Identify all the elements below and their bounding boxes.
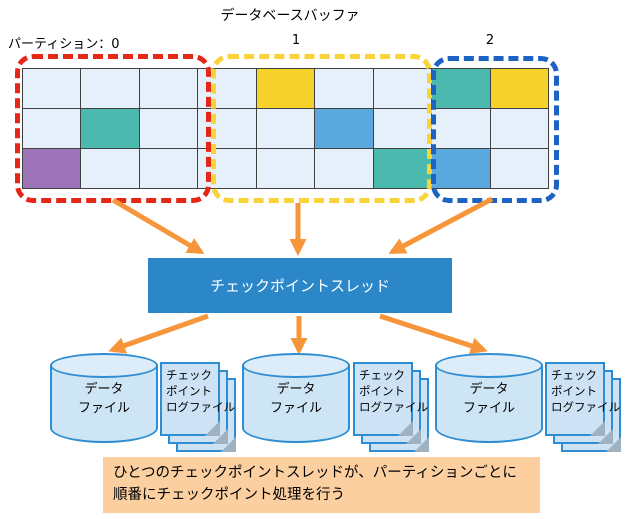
checkpoint-thread-box: チェックポイントスレッド <box>148 258 452 313</box>
cylinder-top <box>435 353 543 378</box>
explanation-note: ひとつのチェックポイントスレッドが、パーティションごとに 順番にチェックポイント… <box>103 457 540 513</box>
partition-label-1: 1 <box>291 33 301 48</box>
flow-arrow <box>379 313 488 355</box>
buffer-cell-light <box>314 68 373 108</box>
data-file-cylinder-1: データ ファイル <box>50 353 158 443</box>
flow-arrow <box>111 197 205 255</box>
buffer-cell-teal <box>431 68 490 108</box>
cylinder-body <box>435 365 543 443</box>
data-file-label: データ ファイル <box>462 382 515 416</box>
buffer-cell-yellow <box>489 68 548 108</box>
cylinder-body <box>50 365 158 443</box>
folded-corner <box>205 421 220 436</box>
data-file-label: データ ファイル <box>77 382 130 416</box>
document-page: チェック ポイント ログファイル <box>545 362 620 436</box>
checkpoint-log-label: チェック ポイント ログファイル <box>359 368 428 415</box>
buffer-cell-light <box>22 108 81 148</box>
folded-corner <box>398 421 413 436</box>
folded-corner <box>590 421 605 436</box>
checkpoint-log-files-3: チェック ポイント ログファイル <box>545 362 625 454</box>
checkpoint-log-label: チェック ポイント ログファイル <box>166 368 235 415</box>
cylinder-top <box>242 353 350 378</box>
partition-1-outline <box>211 54 432 203</box>
buffer-cell-blue <box>431 148 490 188</box>
flow-arrow <box>108 313 209 354</box>
data-file-cylinder-2: データ ファイル <box>242 353 350 443</box>
flow-arrow <box>388 196 494 255</box>
buffer-cell-light <box>372 108 432 148</box>
buffer-cell-teal <box>372 148 432 188</box>
buffer-cell-light <box>80 68 139 108</box>
buffer-cell-light <box>489 148 548 188</box>
buffer-cell-light <box>314 148 373 188</box>
buffer-cell-light <box>431 108 490 148</box>
diagram-title: データベースバッファ <box>220 8 360 24</box>
buffer-cell-light <box>138 148 198 188</box>
partition-label-2: 2 <box>485 33 495 48</box>
checkpoint-log-files-1: チェック ポイント ログファイル <box>160 362 240 454</box>
cylinder-top <box>50 353 158 378</box>
partition-label-0: パーティション：0 <box>8 37 120 52</box>
buffer-cell-light <box>372 68 432 108</box>
buffer-cell-light <box>489 108 548 148</box>
data-file-cylinder-3: データ ファイル <box>435 353 543 443</box>
cylinder-body <box>242 365 350 443</box>
buffer-cell-purple <box>22 148 81 188</box>
buffer-cell-light <box>80 148 139 188</box>
buffer-cell-light <box>255 148 315 188</box>
buffer-cell-light <box>138 108 198 148</box>
buffer-cell-light <box>22 68 81 108</box>
buffer-cell-light <box>255 108 315 148</box>
checkpoint-log-label: チェック ポイント ログファイル <box>551 368 620 415</box>
document-page: チェック ポイント ログファイル <box>160 362 235 436</box>
buffer-cell-yellow <box>255 68 315 108</box>
buffer-cell-light <box>138 68 198 108</box>
document-page: チェック ポイント ログファイル <box>353 362 428 436</box>
partition-0-outline <box>15 54 211 203</box>
buffer-cell-teal <box>80 108 139 148</box>
data-file-label: データ ファイル <box>269 382 322 416</box>
checkpoint-log-files-2: チェック ポイント ログファイル <box>353 362 433 454</box>
checkpoint-thread-label: チェックポイントスレッド <box>209 277 390 295</box>
partition-2-outline <box>431 56 559 203</box>
buffer-cell-blue <box>314 108 373 148</box>
